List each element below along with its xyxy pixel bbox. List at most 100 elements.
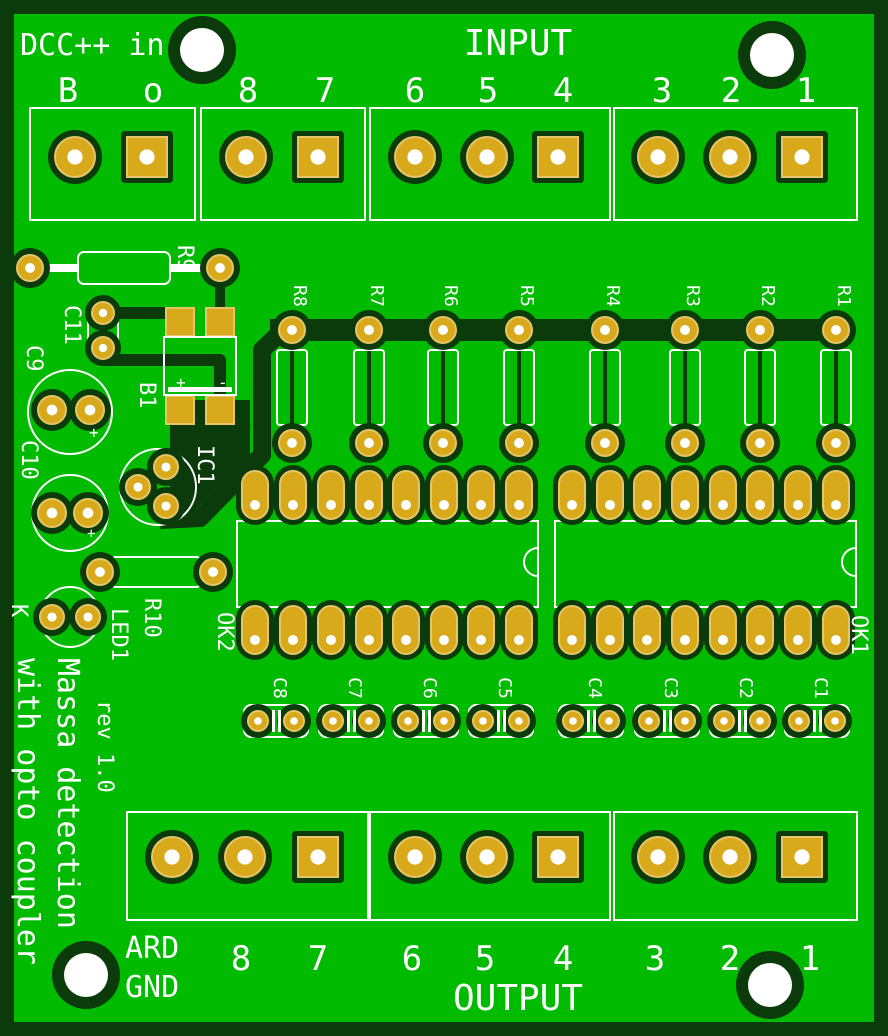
capacitor-plate [587, 710, 590, 732]
drill-hole [605, 635, 615, 645]
drill-hole [438, 438, 448, 448]
capacitor-plate [813, 710, 816, 732]
input-pin-label: B [58, 71, 78, 111]
input-pin-label: 1 [796, 71, 816, 111]
drill-hole [288, 635, 298, 645]
input-pin-label: 6 [405, 71, 425, 111]
drill-hole [215, 263, 225, 273]
capacitor-plate [428, 710, 431, 732]
drill-hole [831, 500, 841, 510]
oval-pad [392, 605, 420, 655]
drill-hole [755, 325, 765, 335]
drill-hole [831, 325, 841, 335]
optocoupler-notch [841, 547, 857, 577]
c9-label: C9 [21, 345, 46, 372]
ground-label-ard: ARD [125, 931, 179, 966]
output-terminal-block [126, 811, 369, 921]
c10-plus-label: + [87, 526, 95, 542]
drill-hole [479, 717, 487, 725]
drill-hole [161, 462, 171, 472]
r9-label: R9 [172, 245, 197, 272]
smd-pad [165, 395, 195, 425]
oval-pad [784, 470, 812, 520]
oval-pad [709, 605, 737, 655]
oval-pad [355, 605, 383, 655]
mounting-hole [64, 953, 108, 997]
oval-pad [467, 470, 495, 520]
drill-hole [793, 635, 803, 645]
revision-label: rev 1.0 [92, 700, 117, 793]
drill-hole [82, 507, 94, 519]
drill-hole [310, 849, 326, 865]
capacitor-label: C7 [344, 677, 365, 699]
drill-hole [404, 717, 412, 725]
drill-hole [250, 500, 260, 510]
drill-hole [718, 500, 728, 510]
smd-pad [165, 307, 195, 337]
drill-hole [794, 149, 810, 165]
drill-hole [794, 849, 810, 865]
c10-label: C10 [16, 440, 41, 480]
drill-hole [793, 500, 803, 510]
capacitor-plate [347, 710, 350, 732]
oval-pad [596, 470, 624, 520]
resistor-label: R3 [682, 285, 703, 307]
oval-pad [279, 470, 307, 520]
c9-outline [27, 369, 113, 455]
oval-pad [317, 470, 345, 520]
capacitor-plate [669, 710, 672, 732]
drill-hole [438, 325, 448, 335]
optocoupler-notch [523, 547, 539, 577]
b1-minus-label: - [218, 373, 228, 392]
input-terminal-block [29, 107, 196, 221]
oval-pad [558, 605, 586, 655]
drill-hole [25, 263, 35, 273]
input-pin-label: 8 [238, 71, 258, 111]
capacitor-plate [738, 710, 741, 732]
input-terminal-block [369, 107, 611, 221]
drill-hole [401, 500, 411, 510]
drill-hole [718, 635, 728, 645]
capacitor-plate [663, 710, 666, 732]
oval-pad [671, 605, 699, 655]
capacitor-plate [497, 710, 500, 732]
drill-hole [98, 343, 108, 353]
drill-hole [650, 849, 666, 865]
drill-hole [208, 567, 218, 577]
drill-hole [364, 500, 374, 510]
oval-pad [467, 605, 495, 655]
drill-hole [439, 500, 449, 510]
drill-hole [440, 717, 448, 725]
drill-hole [550, 849, 566, 865]
optocoupler-body [236, 520, 539, 608]
oval-pad [746, 605, 774, 655]
input-terminal-block [200, 107, 366, 221]
drill-hole [46, 404, 58, 416]
drill-hole [365, 717, 373, 725]
b1-label: B1 [134, 382, 159, 409]
capacitor-plate [819, 710, 822, 732]
drill-hole [680, 325, 690, 335]
capacitor-plate [278, 710, 281, 732]
drill-hole [722, 849, 738, 865]
drill-hole [680, 438, 690, 448]
resistor-label: R7 [366, 285, 387, 307]
drill-hole [795, 717, 803, 725]
capacitor-label: C1 [810, 677, 831, 699]
drill-hole [680, 635, 690, 645]
oval-pad [241, 470, 269, 520]
drill-hole [476, 500, 486, 510]
mounting-hole [748, 963, 792, 1007]
ic1-label: IC1 [192, 445, 217, 485]
components [10, 16, 858, 1019]
drill-hole [755, 635, 765, 645]
resistor-label: R2 [757, 285, 778, 307]
drill-hole [514, 635, 524, 645]
drill-hole [161, 501, 171, 511]
output-pin-label: 6 [402, 939, 422, 979]
drill-hole [722, 149, 738, 165]
drill-hole [254, 717, 262, 725]
board-title: DCC++ in [20, 28, 165, 63]
